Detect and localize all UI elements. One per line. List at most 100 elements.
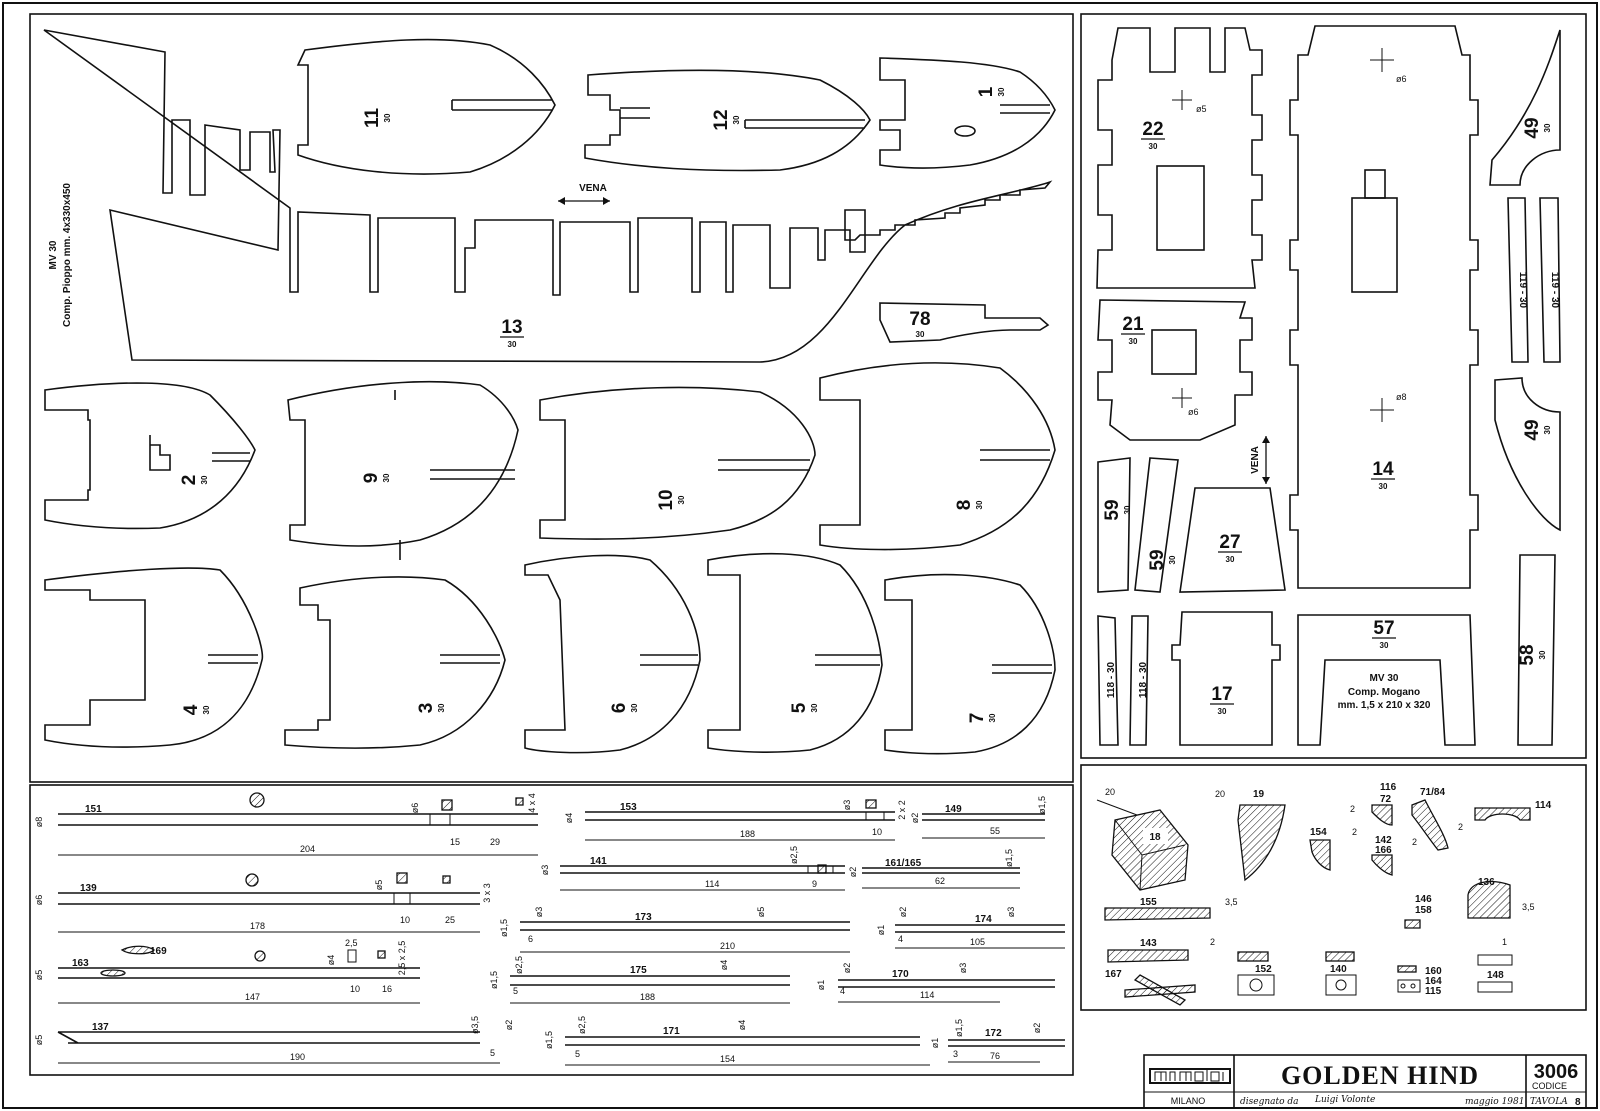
grain-arrow-left: VENA bbox=[558, 183, 610, 205]
part-12-label: 12 30 bbox=[711, 109, 741, 130]
svg-text:6: 6 bbox=[609, 703, 630, 714]
part-49b-shape bbox=[1494, 377, 1561, 532]
part-167-shape bbox=[1124, 974, 1196, 1006]
dowel-151: 151 204 15 29 ø8 ø6 4 x 4 bbox=[34, 792, 538, 856]
part-118a-label: 118 - 30 bbox=[1106, 661, 1117, 698]
part-13-scale: 30 bbox=[508, 340, 517, 349]
material-desc-right: Comp. Mogano bbox=[1348, 687, 1420, 698]
svg-text:164: 164 bbox=[1425, 976, 1442, 987]
part-119a-label: 119 - 30 bbox=[1517, 272, 1528, 309]
svg-text:169: 169 bbox=[150, 946, 167, 957]
sheet-number: 8 bbox=[1575, 1097, 1581, 1108]
panel-poplar: 13 30 VENA MV 30 Comp. Pioppo mm. 4x330x… bbox=[29, 13, 1074, 783]
svg-text:30: 30 bbox=[382, 473, 391, 482]
part-49b-label: 49 30 bbox=[1522, 419, 1552, 440]
svg-text:ø1,5: ø1,5 bbox=[489, 971, 499, 989]
svg-text:3: 3 bbox=[416, 703, 437, 714]
svg-text:30: 30 bbox=[677, 495, 686, 504]
part-118b-label: 118 - 30 bbox=[1138, 661, 1149, 698]
svg-text:151: 151 bbox=[85, 804, 102, 815]
part-11-shape bbox=[296, 38, 556, 175]
svg-text:16: 16 bbox=[382, 984, 392, 994]
svg-text:ø6: ø6 bbox=[34, 895, 44, 906]
sheet-label: TAVOLA bbox=[1530, 1097, 1568, 1107]
svg-text:2 x 2: 2 x 2 bbox=[897, 800, 907, 820]
svg-text:114: 114 bbox=[920, 990, 934, 1000]
part-119a-shape bbox=[1507, 197, 1529, 363]
svg-text:59: 59 bbox=[1147, 549, 1168, 570]
svg-text:19: 19 bbox=[1253, 789, 1265, 800]
svg-text:114: 114 bbox=[705, 879, 719, 889]
svg-text:62: 62 bbox=[935, 876, 945, 886]
svg-text:143: 143 bbox=[1140, 938, 1157, 949]
material-label-left: MV 30 Comp. Pioppo mm. 4x330x450 bbox=[48, 183, 73, 327]
svg-text:204: 204 bbox=[300, 844, 315, 854]
svg-text:30: 30 bbox=[988, 713, 997, 722]
svg-text:178: 178 bbox=[250, 921, 265, 931]
svg-text:30: 30 bbox=[1226, 555, 1235, 564]
svg-text:141: 141 bbox=[590, 856, 607, 867]
svg-text:4: 4 bbox=[181, 704, 202, 715]
dowel-149: 149 55 ø2 ø1,5 bbox=[910, 796, 1047, 839]
svg-text:148: 148 bbox=[1487, 970, 1504, 981]
svg-text:30: 30 bbox=[1123, 505, 1132, 514]
svg-text:71/84: 71/84 bbox=[1420, 787, 1445, 798]
title-block-frame bbox=[1143, 1054, 1587, 1109]
svg-text:ø2: ø2 bbox=[1032, 1023, 1042, 1034]
svg-text:174: 174 bbox=[975, 914, 992, 925]
svg-text:190: 190 bbox=[290, 1052, 305, 1062]
svg-text:147: 147 bbox=[245, 992, 260, 1002]
svg-text:8: 8 bbox=[954, 500, 975, 511]
part-57-shape bbox=[1297, 614, 1476, 746]
part-9-shape bbox=[287, 380, 519, 560]
part-7-shape bbox=[884, 573, 1056, 755]
drawing-date: maggio 1981 bbox=[1465, 1097, 1524, 1107]
part-119b-shape bbox=[1539, 197, 1561, 363]
svg-text:154: 154 bbox=[1310, 827, 1327, 838]
svg-text:170: 170 bbox=[892, 969, 909, 980]
svg-text:158: 158 bbox=[1415, 905, 1432, 916]
part-49a-shape bbox=[1489, 29, 1561, 186]
svg-text:30: 30 bbox=[1218, 707, 1227, 716]
svg-text:4: 4 bbox=[840, 986, 845, 996]
part-114-shape bbox=[1474, 807, 1531, 821]
svg-text:30: 30 bbox=[1149, 142, 1158, 151]
dowel-172: 172 76 3 ø1 ø1,5 ø2 bbox=[930, 1019, 1065, 1063]
svg-text:4: 4 bbox=[898, 934, 903, 944]
drawn-by: Luigi Volonte bbox=[1314, 1095, 1375, 1105]
part-13-shape bbox=[43, 29, 1053, 363]
svg-text:59: 59 bbox=[1102, 499, 1123, 520]
svg-text:142: 142 bbox=[1375, 835, 1392, 846]
svg-text:10: 10 bbox=[350, 984, 360, 994]
dowel-163: 163 169 147 10 16 2,5 ø5 ø4 2,5 x 2,5 bbox=[34, 938, 420, 1004]
svg-text:139: 139 bbox=[80, 883, 97, 894]
part-3-shape bbox=[284, 576, 506, 749]
svg-text:172: 172 bbox=[985, 1028, 1002, 1039]
grain-label-right: VENA bbox=[1250, 446, 1261, 474]
part-5-shape bbox=[707, 552, 883, 753]
svg-text:30: 30 bbox=[810, 703, 819, 712]
part-9-label: 9 30 bbox=[361, 473, 391, 484]
part-154-shape bbox=[1309, 839, 1331, 871]
hole-22: ø5 bbox=[1196, 104, 1207, 114]
part-18-shape bbox=[1111, 809, 1189, 891]
svg-text:188: 188 bbox=[740, 829, 755, 839]
material-desc-left: Comp. Pioppo mm. 4x330x450 bbox=[62, 183, 73, 327]
svg-text:30: 30 bbox=[1129, 337, 1138, 346]
part-58-label: 58 30 bbox=[1517, 644, 1547, 665]
dowel-170: 170 114 4 ø1 ø2 ø3 bbox=[816, 963, 1055, 1003]
svg-text:9: 9 bbox=[812, 879, 817, 889]
svg-text:ø2,5: ø2,5 bbox=[514, 956, 524, 974]
part-59a-label: 59 30 bbox=[1102, 499, 1132, 520]
dowel-139: 139 178 10 25 ø6 ø5 3 x 3 bbox=[34, 872, 492, 933]
svg-text:30: 30 bbox=[630, 703, 639, 712]
svg-text:149: 149 bbox=[945, 804, 962, 815]
svg-text:ø6: ø6 bbox=[410, 803, 420, 814]
part-152-side bbox=[1237, 974, 1275, 996]
svg-text:ø5: ø5 bbox=[34, 970, 44, 981]
part-146-shape bbox=[1404, 919, 1421, 929]
part-59b-label: 59 30 bbox=[1147, 549, 1177, 570]
svg-text:ø2: ø2 bbox=[898, 907, 908, 918]
svg-text:6: 6 bbox=[528, 934, 533, 944]
svg-text:5: 5 bbox=[789, 702, 810, 713]
